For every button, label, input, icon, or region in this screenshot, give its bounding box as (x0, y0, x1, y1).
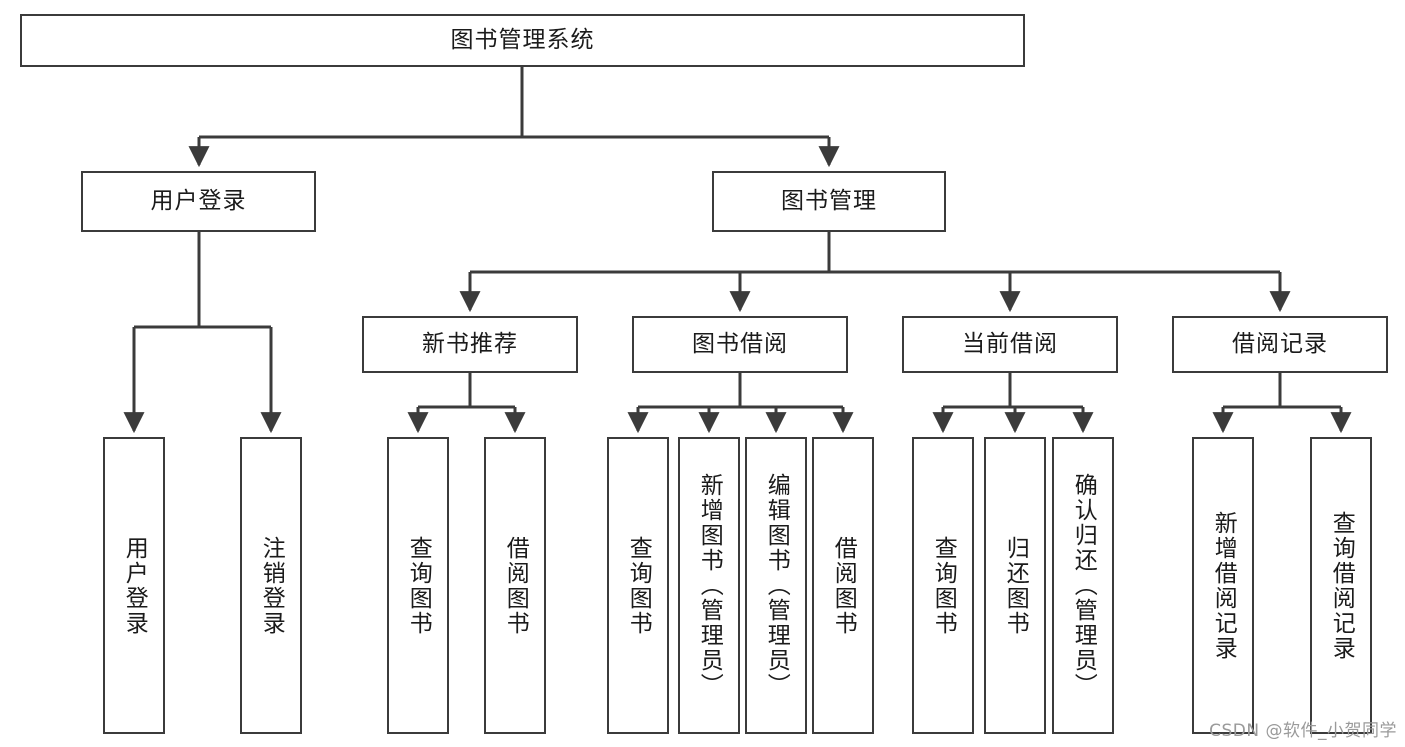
node-borrow-add-book-label: 新增图书（管理员） (696, 473, 723, 698)
node-book-borrow-label: 图书借阅 (692, 330, 788, 357)
node-book-borrow[interactable]: 图书借阅 (632, 316, 848, 373)
node-user-login-do-label: 用户登录 (121, 535, 148, 636)
node-user-logout-label: 注销登录 (258, 535, 285, 636)
node-current-query-book-label: 查询图书 (930, 535, 957, 636)
node-user-login[interactable]: 用户登录 (81, 171, 316, 232)
node-current-borrow[interactable]: 当前借阅 (902, 316, 1118, 373)
node-new-book-recommend[interactable]: 新书推荐 (362, 316, 578, 373)
node-recommend-borrow-book-label: 借阅图书 (502, 535, 529, 636)
node-record-query[interactable]: 查询借阅记录 (1310, 437, 1372, 734)
node-current-return-book[interactable]: 归还图书 (984, 437, 1046, 734)
node-borrow-query-book[interactable]: 查询图书 (607, 437, 669, 734)
node-current-query-book[interactable]: 查询图书 (912, 437, 974, 734)
node-recommend-query-book[interactable]: 查询图书 (387, 437, 449, 734)
node-borrow-borrow-book[interactable]: 借阅图书 (812, 437, 874, 734)
node-borrow-edit-book[interactable]: 编辑图书（管理员） (745, 437, 807, 734)
node-book-manage-label: 图书管理 (781, 187, 877, 214)
node-borrow-query-book-label: 查询图书 (625, 535, 652, 636)
node-borrow-edit-book-label: 编辑图书（管理员） (763, 473, 790, 698)
node-record-query-label: 查询借阅记录 (1328, 510, 1355, 661)
node-user-login-do[interactable]: 用户登录 (103, 437, 165, 734)
node-current-return-book-label: 归还图书 (1002, 535, 1029, 636)
node-record-add[interactable]: 新增借阅记录 (1192, 437, 1254, 734)
node-current-borrow-label: 当前借阅 (962, 330, 1058, 357)
node-new-book-recommend-label: 新书推荐 (422, 330, 518, 357)
node-borrow-record[interactable]: 借阅记录 (1172, 316, 1388, 373)
node-root[interactable]: 图书管理系统 (20, 14, 1025, 67)
node-current-confirm-return[interactable]: 确认归还（管理员） (1052, 437, 1114, 734)
node-record-add-label: 新增借阅记录 (1210, 510, 1237, 661)
node-user-logout[interactable]: 注销登录 (240, 437, 302, 734)
node-user-login-label: 用户登录 (150, 187, 247, 214)
node-borrow-borrow-book-label: 借阅图书 (830, 535, 857, 636)
node-book-manage[interactable]: 图书管理 (712, 171, 946, 232)
node-current-confirm-return-label: 确认归还（管理员） (1070, 473, 1097, 698)
node-borrow-record-label: 借阅记录 (1232, 330, 1328, 357)
node-borrow-add-book[interactable]: 新增图书（管理员） (678, 437, 740, 734)
node-recommend-query-book-label: 查询图书 (405, 535, 432, 636)
watermark: CSDN @软件_小贺同学 (1209, 721, 1397, 741)
node-recommend-borrow-book[interactable]: 借阅图书 (484, 437, 546, 734)
node-root-label: 图书管理系统 (450, 26, 595, 53)
